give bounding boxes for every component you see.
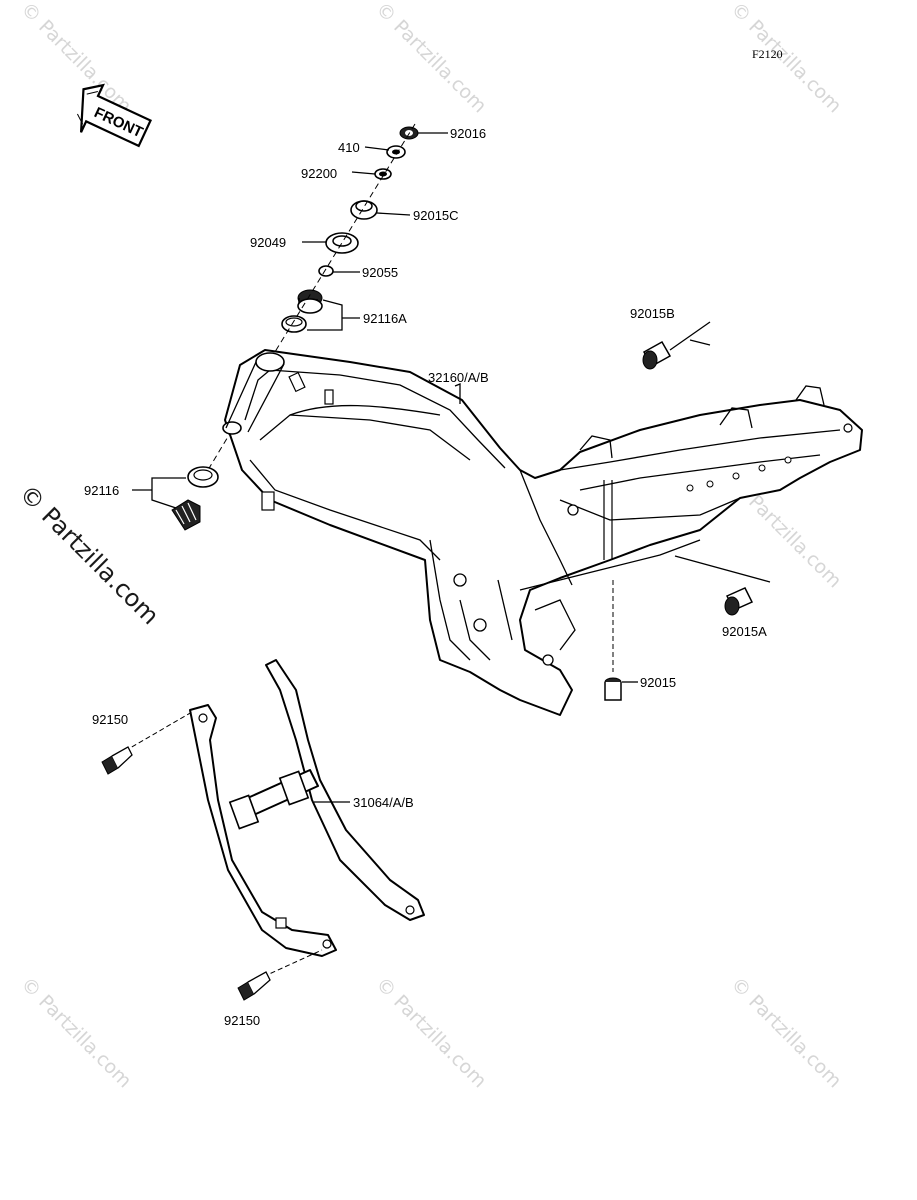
label-92015b: 92015B bbox=[630, 306, 675, 321]
label-32160: 32160/A/B bbox=[428, 370, 489, 385]
watermark-2: © Partzilla.com bbox=[371, 0, 490, 117]
label-92055: 92055 bbox=[362, 265, 398, 280]
engine-hanger-31064 bbox=[189, 659, 425, 957]
label-92150-bottom: 92150 bbox=[224, 1013, 260, 1028]
stem-axis bbox=[269, 123, 416, 361]
watermark-6: © Partzilla.com bbox=[16, 973, 135, 1092]
side-watermark: © Partzilla.com bbox=[14, 479, 165, 630]
label-92015: 92015 bbox=[640, 675, 676, 690]
label-92015a: 92015A bbox=[722, 624, 767, 639]
bearing-92116a bbox=[281, 289, 323, 333]
cap-92015 bbox=[604, 580, 622, 701]
cap-92015a bbox=[674, 555, 771, 616]
label-92015c: 92015C bbox=[413, 208, 459, 223]
part-labels: 92016 410 92200 92015C 92049 92055 92116… bbox=[84, 126, 767, 1028]
label-92049: 92049 bbox=[250, 235, 286, 250]
steering-stem-parts bbox=[281, 126, 419, 333]
steering-head-tube bbox=[255, 352, 285, 372]
leader-lines bbox=[132, 132, 638, 803]
bearing-92116 bbox=[171, 466, 219, 531]
seal-92055 bbox=[318, 265, 334, 277]
lower-stem-axis bbox=[195, 429, 233, 491]
watermark-1: © Partzilla.com bbox=[16, 0, 135, 117]
watermark-7: © Partzilla.com bbox=[371, 973, 490, 1092]
bolt-92150-bottom bbox=[237, 949, 323, 1001]
watermark-8: © Partzilla.com bbox=[726, 973, 845, 1092]
label-410: 410 bbox=[338, 140, 360, 155]
label-92200: 92200 bbox=[301, 166, 337, 181]
cap-92015b bbox=[642, 321, 711, 370]
diagram-code: F2120 bbox=[752, 47, 783, 61]
label-92016: 92016 bbox=[450, 126, 486, 141]
watermark-3: © Partzilla.com bbox=[726, 0, 845, 117]
label-92116a: 92116A bbox=[363, 311, 407, 326]
main-frame bbox=[222, 349, 863, 716]
label-92150-top: 92150 bbox=[92, 712, 128, 727]
label-92116: 92116 bbox=[84, 483, 119, 498]
nut-92015c bbox=[350, 200, 378, 220]
label-31064: 31064/A/B bbox=[353, 795, 414, 810]
bolt-92150-top bbox=[101, 711, 193, 775]
